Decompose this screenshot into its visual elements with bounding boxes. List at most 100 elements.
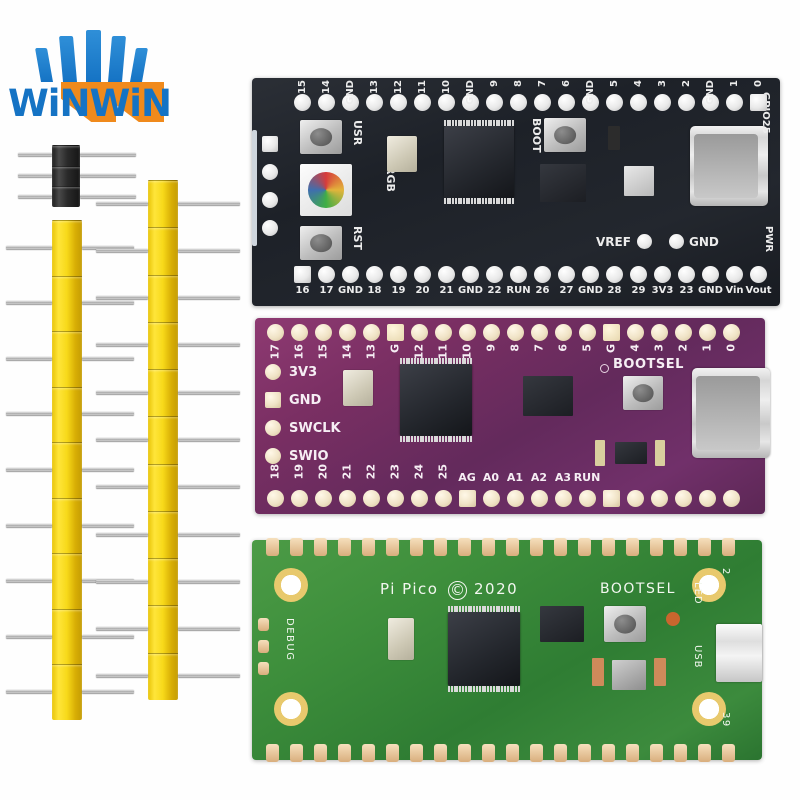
- led-label: LED: [692, 582, 703, 605]
- pin-label: A0: [482, 471, 500, 484]
- header-pin: [96, 627, 148, 632]
- gpio-pad: [558, 266, 575, 283]
- gpio-pad: [531, 490, 548, 507]
- gpio-pad: [654, 266, 671, 283]
- gpio-pad: [294, 94, 311, 111]
- pin-label: 14: [320, 80, 332, 94]
- gpio-pad: [366, 94, 383, 111]
- pin-label: 11: [416, 80, 428, 94]
- castellated-pad: [602, 744, 615, 762]
- pad-left-2: [262, 164, 278, 180]
- gpio-pad: [534, 94, 551, 111]
- mounting-hole-bl: [274, 692, 308, 726]
- header-pin: [82, 301, 134, 306]
- rst-button[interactable]: [300, 226, 342, 260]
- board-green-pi-pico[interactable]: DEBUG Pi Pico © 2020 BOOTSEL LED USB 2 3…: [252, 538, 762, 762]
- pin-label: 8: [508, 344, 522, 352]
- header-pin: [96, 343, 148, 348]
- header-segment: [52, 442, 82, 499]
- gpio-pad: [483, 324, 500, 341]
- bootsel-button[interactable]: [604, 606, 646, 642]
- gpio-pad: [507, 324, 524, 341]
- usb-c-connector[interactable]: [692, 368, 770, 458]
- castellated-pad: [602, 538, 615, 556]
- header-pin: [80, 153, 136, 158]
- castellated-pad: [458, 538, 471, 556]
- gpio-pad: [294, 266, 311, 283]
- pin-label: 19: [292, 464, 306, 480]
- header-pin: [178, 296, 240, 301]
- rgb-led: [300, 164, 352, 216]
- micro-usb-connector[interactable]: [716, 624, 762, 682]
- header-pin: [178, 674, 240, 679]
- header-pin: [178, 627, 240, 632]
- vref-label: VREF: [596, 235, 631, 249]
- pin-label: RUN: [506, 285, 531, 296]
- castellated-pad: [722, 538, 735, 556]
- pin-label: 12: [392, 80, 404, 94]
- usr-button[interactable]: [300, 120, 342, 154]
- header-segment: [52, 664, 82, 721]
- pin-label: 7: [536, 80, 548, 87]
- rp2040-chip: [400, 364, 472, 436]
- pin-last-label: 39: [720, 712, 731, 728]
- castellated-pad: [506, 538, 519, 556]
- header-pin: [96, 674, 148, 679]
- pin-label: 2: [676, 344, 690, 352]
- usb-c-connector[interactable]: [690, 126, 768, 206]
- castellated-pad: [338, 538, 351, 556]
- gpio-pad: [534, 266, 551, 283]
- pin-label: 9: [484, 344, 498, 352]
- header-pin: [96, 438, 148, 442]
- pin-label: SWCLK: [289, 421, 341, 436]
- bootsel-button[interactable]: [623, 376, 663, 410]
- castellated-pad: [578, 744, 591, 762]
- castellated-pad: [578, 538, 591, 556]
- castellated-pad: [674, 538, 687, 556]
- mounting-hole-br: [692, 692, 726, 726]
- castellated-pad: [314, 538, 327, 556]
- header-pin: [82, 523, 134, 528]
- year-label: 2020: [474, 580, 519, 598]
- gpio-pad: [702, 266, 719, 283]
- gpio-pad: [654, 94, 671, 111]
- pin-label: 0: [752, 80, 764, 87]
- pin-label: GND: [289, 393, 322, 408]
- gpio-pad: [363, 324, 380, 341]
- gpio-pad: [486, 94, 503, 111]
- flash-chip: [540, 164, 586, 202]
- pin-label: 16: [295, 285, 310, 296]
- pin-label: A2: [530, 471, 548, 484]
- header-pin: [6, 412, 52, 417]
- side-pad: [265, 392, 281, 408]
- header-pin: [82, 468, 134, 472]
- boot-button[interactable]: [544, 118, 586, 152]
- castellated-pad: [362, 744, 375, 762]
- pin-label: 5: [580, 344, 594, 352]
- header-segment: [52, 275, 82, 333]
- debug-pad-2: [258, 640, 269, 653]
- gpio-pad: [435, 490, 452, 507]
- gpio-pad: [339, 490, 356, 507]
- pin-label: 3V3: [651, 285, 674, 296]
- header-pin: [96, 579, 148, 584]
- castellated-pad: [386, 744, 399, 762]
- smd-part: [608, 126, 620, 150]
- winwin-logo: WiNWiN: [6, 22, 178, 140]
- header-pin: [6, 356, 52, 361]
- pin-label: 27: [559, 285, 574, 296]
- header-pin: [80, 174, 136, 178]
- castellated-pad: [530, 538, 543, 556]
- side-pad: [265, 364, 281, 380]
- header-pin: [6, 245, 52, 250]
- rst-label: RST: [351, 226, 364, 250]
- castellated-pad: [266, 744, 279, 762]
- pin-label: A3: [554, 471, 572, 484]
- led-indicator: [666, 612, 680, 626]
- header-segment: [52, 220, 82, 277]
- pin-label: Vin: [725, 285, 744, 296]
- pin-label: 0: [724, 344, 738, 352]
- castellated-pad: [362, 538, 375, 556]
